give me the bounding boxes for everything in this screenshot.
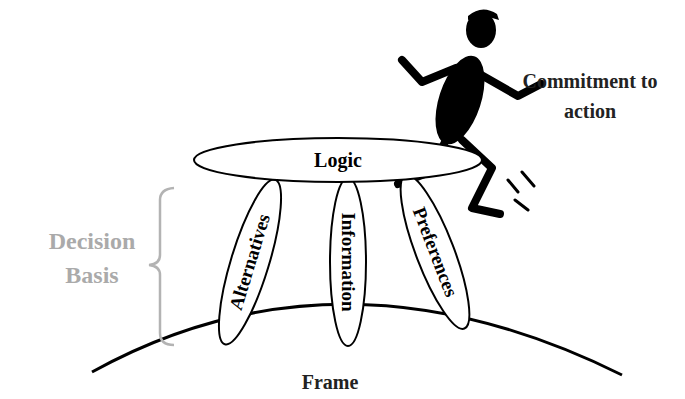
node-text: Information [338, 212, 359, 311]
frame-label: Frame [270, 370, 390, 394]
ellipse-shape [330, 178, 366, 346]
ellipse-shape [194, 138, 482, 182]
node-text: Logic [314, 149, 362, 171]
figure-body [426, 50, 494, 150]
action-label: Commitment to action [515, 66, 665, 126]
motion-lines [508, 172, 534, 210]
ellipse-shape [207, 174, 294, 350]
logic-ellipse: Logic [193, 137, 483, 183]
figure-cap [468, 9, 499, 20]
figure-arm [402, 60, 456, 82]
bracket-label: Decision Basis [30, 224, 154, 292]
leg-ellipse: Information [329, 177, 367, 347]
curly-bracket [149, 188, 174, 345]
ellipse-shape [388, 169, 482, 336]
leg-ellipse: Alternatives [205, 173, 294, 351]
